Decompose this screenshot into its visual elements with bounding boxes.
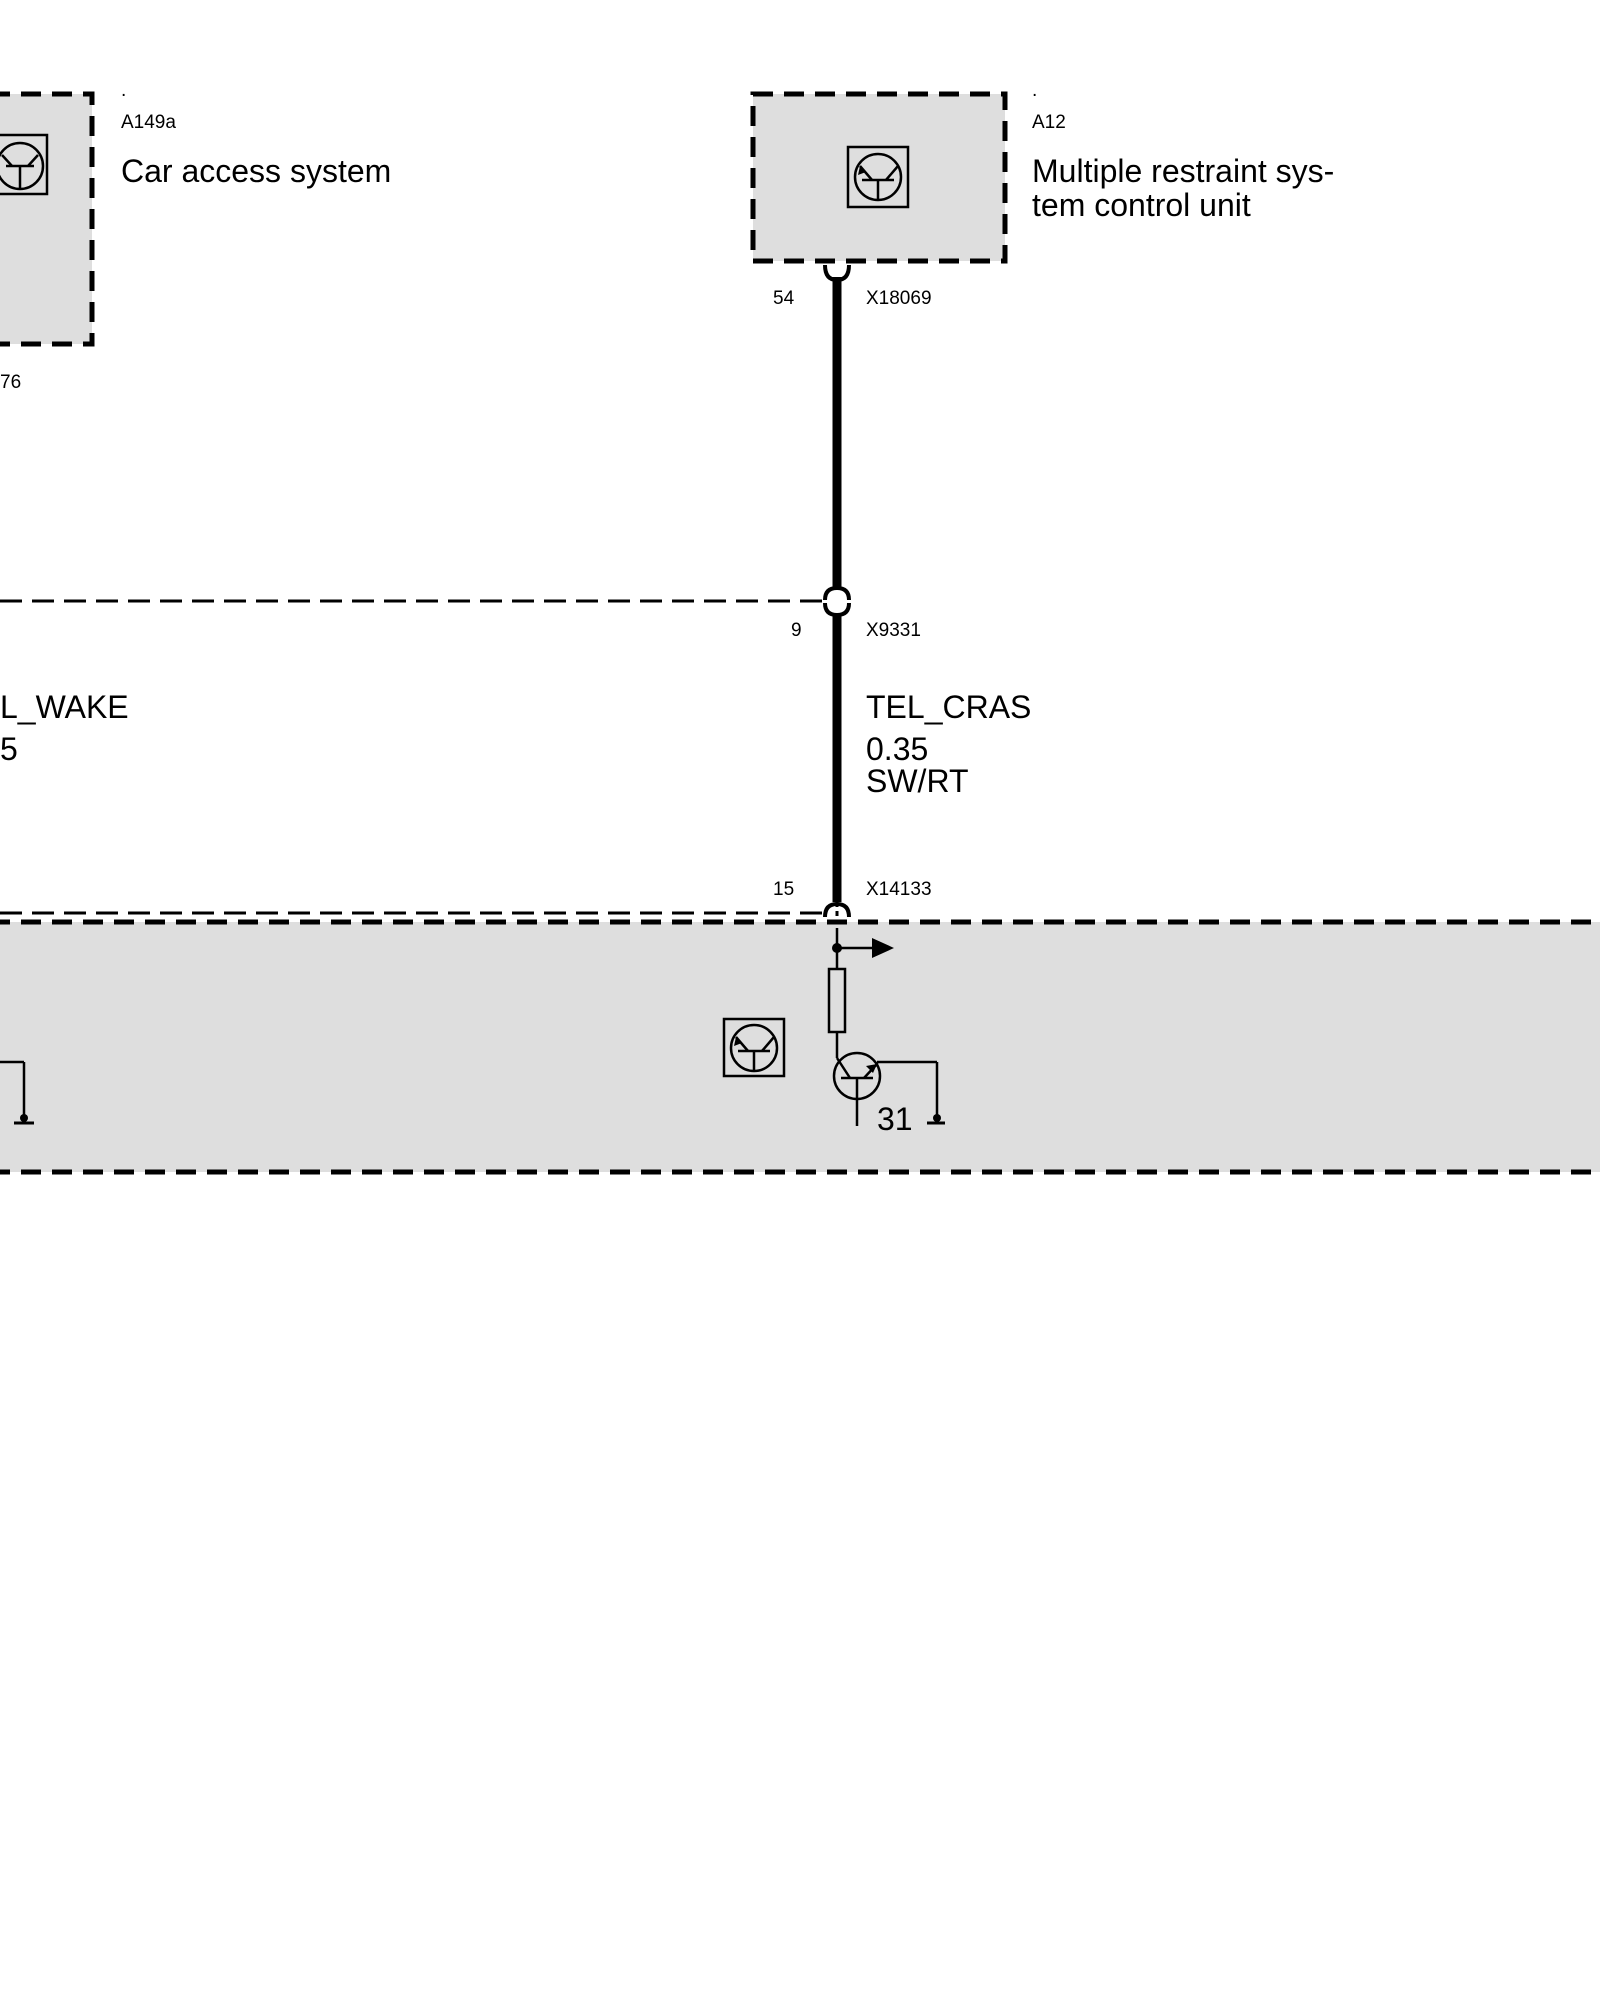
transistor-icon — [832, 1051, 882, 1126]
left-ground-circuit — [0, 1060, 34, 1125]
pin-x18069: 54 — [773, 288, 795, 309]
ground-icon — [927, 1114, 945, 1125]
ground-icon — [14, 1114, 34, 1125]
a12-name-line1: Multiple restraint sys- — [1032, 153, 1335, 189]
a149a-name: Car access system — [121, 153, 392, 189]
left-wire-gauge: 5 — [0, 731, 18, 767]
wire-gauge: 0.35 — [866, 731, 929, 767]
ecu-icon — [722, 1017, 786, 1078]
component-a149a-box — [0, 91, 95, 347]
component-bottom-box — [0, 919, 1600, 1175]
ecu-icon — [846, 145, 910, 209]
pin-x14133: 15 — [773, 879, 795, 900]
wire-color-code: SW/RT — [866, 763, 969, 799]
connector-x18069: X18069 — [866, 288, 932, 309]
a12-name-line2: tem control unit — [1032, 187, 1251, 223]
left-partial-pin: 76 — [0, 372, 22, 393]
ground-terminal-label: 31 — [877, 1101, 913, 1137]
connector-x18069-symbol — [823, 264, 851, 283]
internal-circuit — [827, 928, 945, 1126]
component-a12-box — [750, 91, 1008, 264]
connector-x14133: X14133 — [866, 879, 932, 900]
a149a-code: A149a — [121, 112, 176, 133]
connector-x9331-symbol — [823, 585, 851, 618]
pin-x9331: 9 — [791, 620, 802, 641]
connector-x14133-symbol — [823, 901, 851, 918]
a12-dot: . — [1032, 80, 1038, 101]
left-wire-signal: L_WAKE — [0, 689, 129, 725]
a12-code: A12 — [1032, 112, 1066, 133]
connector-x9331: X9331 — [866, 620, 921, 641]
ecu-icon — [0, 133, 49, 196]
wire-signal-name: TEL_CRAS — [866, 689, 1032, 725]
a149a-dot: . — [121, 80, 127, 101]
signal-arrow-icon — [872, 938, 894, 958]
